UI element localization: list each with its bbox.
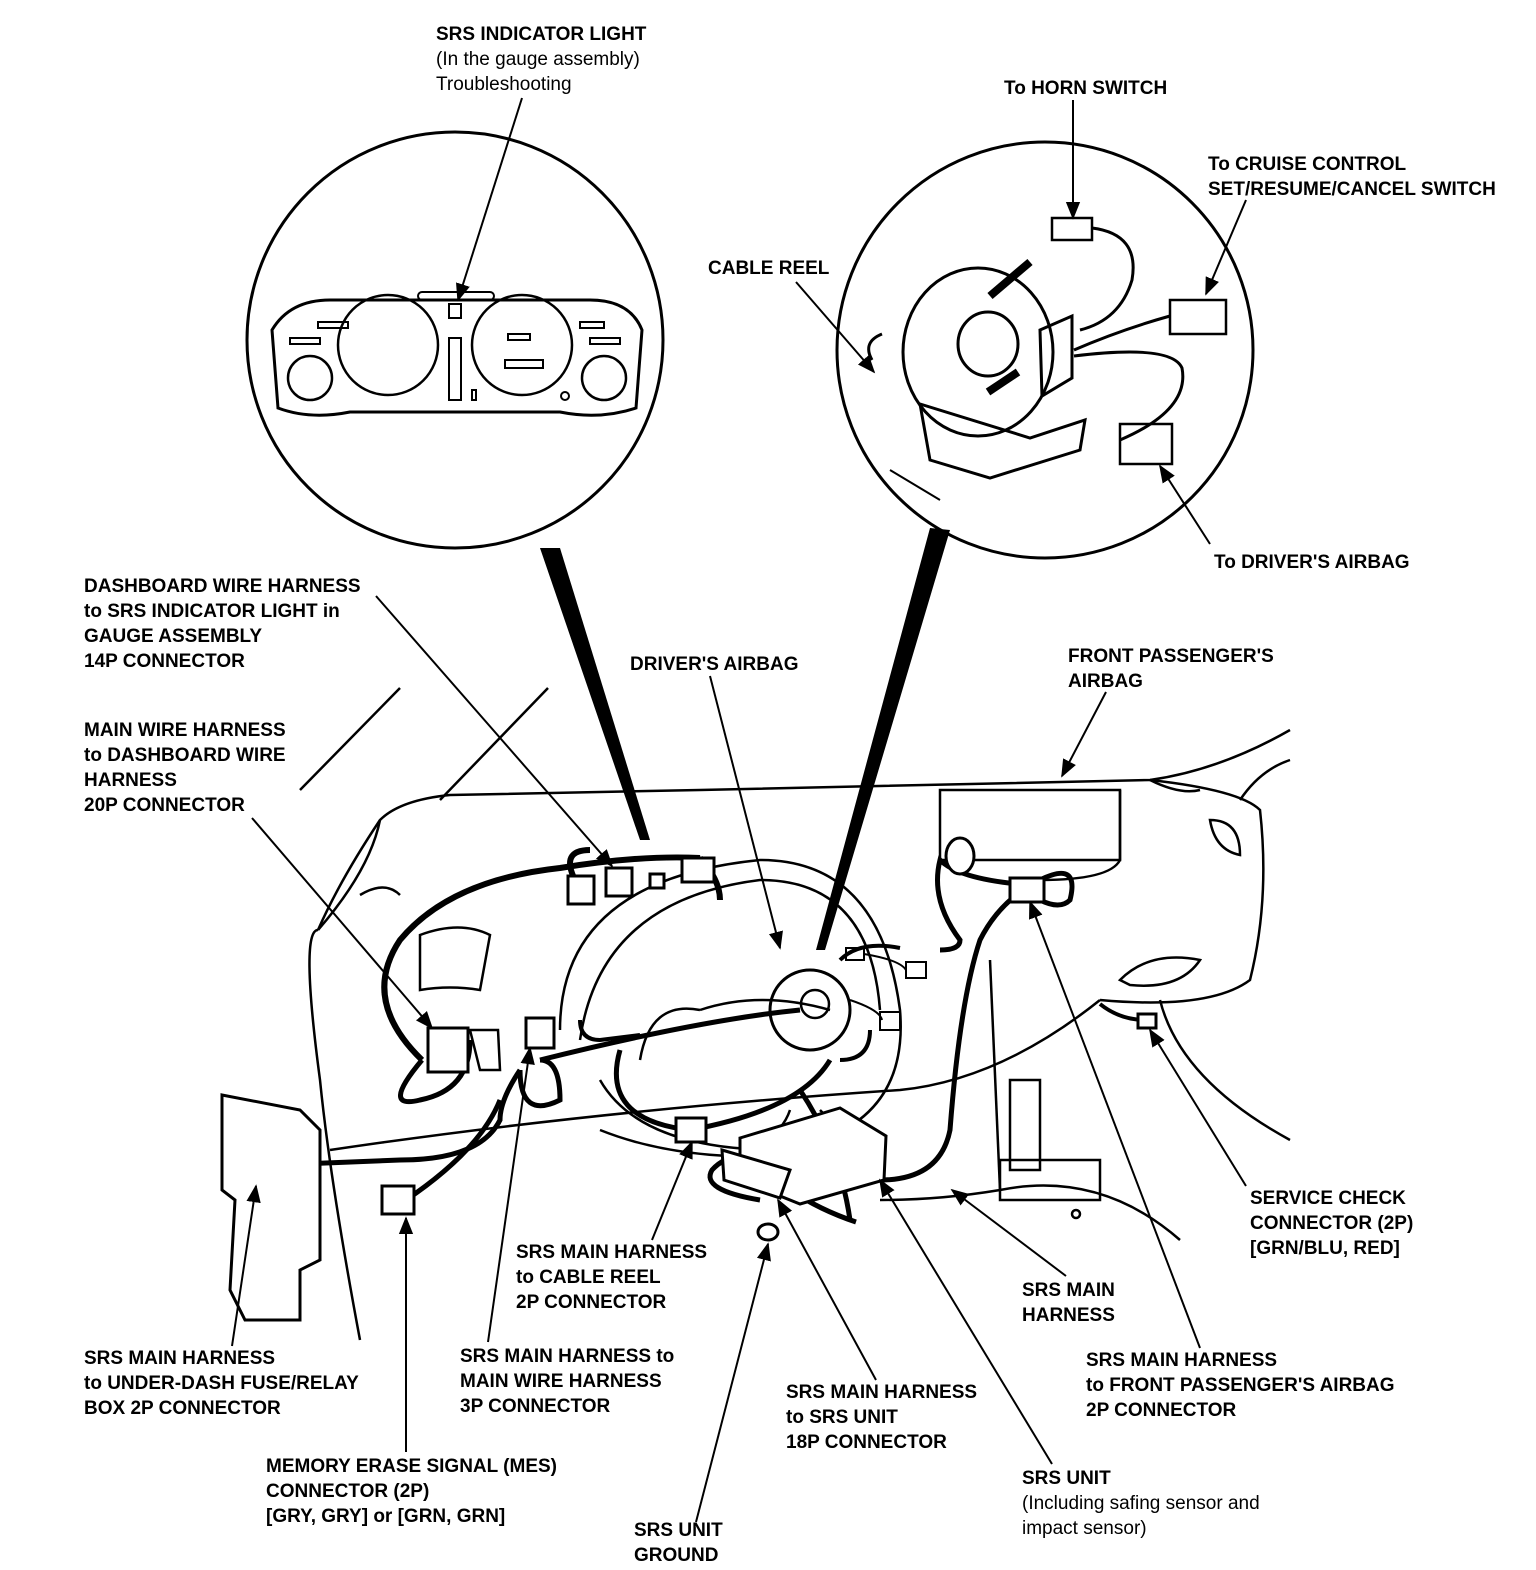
cable-reel-2p-connector — [676, 1118, 706, 1142]
reel-callout-beam — [816, 528, 950, 950]
label-cable-reel: CABLE REEL — [708, 258, 830, 279]
main-3p-connector — [526, 1018, 554, 1048]
label-srs-unit: SRS UNIT (Including safing sensor and im… — [1022, 1468, 1260, 1539]
label-service-check-connector: SERVICE CHECK CONNECTOR (2P) [GRN/BLU, R… — [1250, 1188, 1414, 1259]
label-srs-main-cable-reel: SRS MAIN HARNESS to CABLE REEL 2P CONNEC… — [516, 1242, 708, 1313]
passenger-2p-connector — [1010, 878, 1044, 902]
srs-indicator-title: SRS INDICATOR LIGHT — [436, 24, 647, 45]
srs-indicator-sub1: (In the gauge assembly) — [436, 49, 640, 70]
srs-ground — [758, 1224, 778, 1240]
label-main-wire-harness: MAIN WIRE HARNESS to DASHBOARD WIRE HARN… — [84, 720, 286, 816]
label-srs-main-harness: SRS MAIN HARNESS — [1022, 1280, 1115, 1326]
label-horn-switch: To HORN SWITCH — [1004, 78, 1168, 99]
dashboard-body — [300, 688, 1290, 1340]
label-dashboard-wire-harness: DASHBOARD WIRE HARNESS to SRS INDICATOR … — [84, 576, 361, 672]
label-drivers-airbag: DRIVER'S AIRBAG — [630, 654, 799, 675]
service-check-connector — [1138, 1014, 1156, 1028]
connectors — [222, 838, 1156, 1320]
dash-14p-connector-a — [568, 876, 594, 904]
label-srs-unit-ground: SRS UNIT GROUND — [634, 1520, 723, 1566]
label-srs-main-fuse-box: SRS MAIN HARNESS to UNDER-DASH FUSE/RELA… — [84, 1348, 359, 1419]
dash-connector-d — [682, 858, 714, 882]
gauge-detail-circle — [247, 132, 663, 548]
label-srs-main-3p: SRS MAIN HARNESS to MAIN WIRE HARNESS 3P… — [460, 1346, 675, 1417]
label-to-drivers-airbag: To DRIVER'S AIRBAG — [1214, 552, 1410, 573]
wire-harnesses — [250, 850, 1146, 1222]
label-srs-indicator-light: SRS INDICATOR LIGHT (In the gauge assemb… — [436, 22, 646, 97]
srs-indicator-sub2: Troubleshooting — [436, 74, 572, 95]
label-front-passenger-airbag: FRONT PASSENGER'S AIRBAG — [1068, 646, 1274, 692]
mes-connector — [382, 1186, 414, 1214]
leader-lines — [232, 98, 1246, 1522]
cable-reel-detail-circle — [837, 142, 1253, 558]
dash-connector-c — [650, 874, 664, 888]
dash-20p-connector — [428, 1028, 468, 1072]
label-srs-main-18p: SRS MAIN HARNESS to SRS UNIT 18P CONNECT… — [786, 1382, 978, 1453]
label-mes-connector: MEMORY ERASE SIGNAL (MES) CONNECTOR (2P)… — [266, 1456, 558, 1527]
fuse-relay-box — [222, 1095, 320, 1320]
gauge-callout-beam — [540, 548, 650, 840]
label-cruise-control: To CRUISE CONTROL SET/RESUME/CANCEL SWIT… — [1208, 154, 1496, 200]
label-srs-main-passenger: SRS MAIN HARNESS to FRONT PASSENGER'S AI… — [1086, 1350, 1395, 1421]
dash-14p-connector-b — [606, 868, 632, 896]
